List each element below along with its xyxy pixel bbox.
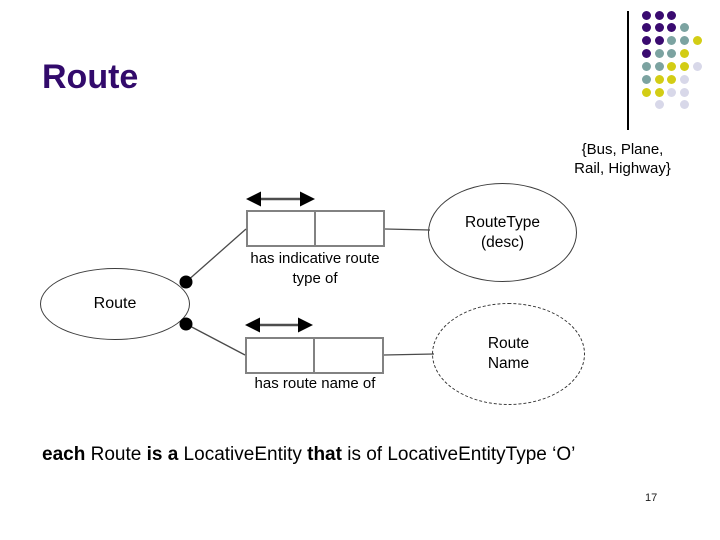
value-type-route-name-line2: Name — [487, 355, 530, 372]
decor-dot — [680, 87, 689, 97]
decor-dot — [642, 49, 652, 59]
value-constraint-line1: {Bus, Plane, — [581, 141, 664, 158]
entity-route-type-ref-mode: (desc) — [480, 233, 525, 251]
role-cell — [315, 339, 382, 372]
decor-dot — [680, 49, 689, 59]
decor-dot — [667, 87, 677, 97]
decor-dot — [667, 74, 677, 84]
decor-dot — [680, 61, 689, 71]
decor-dot — [680, 74, 689, 84]
role-box-route-name — [245, 337, 384, 374]
verbalization-text: Route — [85, 444, 147, 465]
role-label-indicative-route-type: has indicative route type of — [235, 249, 395, 288]
decor-dot — [667, 36, 677, 46]
connector-bottom-role-to-route-name — [383, 353, 435, 356]
decor-dot — [642, 61, 652, 71]
verbalization-keyword: that — [307, 444, 342, 465]
page-title: Route — [42, 57, 139, 96]
role-cell — [248, 212, 316, 245]
verbalization-keyword: each — [42, 444, 86, 465]
decor-dot — [667, 10, 677, 20]
divider-line — [627, 11, 629, 130]
entity-route-type-label: RouteType — [465, 213, 540, 231]
connector-route-to-bottom-role — [185, 323, 246, 356]
decor-dot — [654, 49, 664, 59]
decor-dot — [680, 23, 689, 33]
decor-dot — [642, 87, 652, 97]
role-cell — [316, 212, 383, 245]
value-constraint-label: {Bus, Plane, Rail, Highway} — [550, 141, 695, 178]
arrow-head-right — [300, 191, 315, 207]
decor-dot — [654, 23, 664, 33]
uniqueness-arrow-icon — [245, 317, 313, 333]
decor-dot — [680, 36, 689, 46]
value-type-route-name: Route Name — [432, 303, 585, 405]
decor-dot — [654, 10, 664, 20]
decor-dot — [654, 36, 664, 46]
decor-dot — [642, 23, 652, 33]
role-box-indicative-route-type — [246, 210, 385, 247]
decor-dot — [667, 23, 677, 33]
verbalization-text: is of LocativeEntityType ‘O’ — [341, 444, 576, 465]
value-constraint-line2: Rail, Highway} — [574, 159, 671, 177]
arrow-head-right — [298, 317, 313, 333]
role-label-line: type of — [292, 269, 338, 287]
decor-dot — [692, 36, 702, 46]
role-label-line: has indicative route — [250, 250, 380, 267]
decor-dot — [667, 49, 677, 59]
role-label-line: has route name of — [254, 375, 376, 392]
verbalization-text: LocativeEntity — [178, 444, 308, 465]
decor-dot — [654, 74, 664, 84]
entity-route-type: RouteType (desc) — [428, 183, 577, 282]
role-cell — [247, 339, 315, 372]
verbalization: each Route is a LocativeEntity that is o… — [42, 443, 575, 467]
decor-dot — [654, 100, 664, 110]
decor-dot — [642, 36, 652, 46]
decor-dot — [654, 87, 664, 97]
decor-dot — [667, 61, 677, 71]
decor-dot — [642, 10, 652, 20]
connector-top-role-to-route-type — [384, 228, 431, 231]
arrow-head-left — [246, 191, 261, 207]
role-label-route-name: has route name of — [235, 374, 395, 394]
page-number: 17 — [645, 492, 658, 504]
entity-route-label: Route — [93, 295, 137, 312]
entity-route: Route — [40, 268, 190, 340]
arrow-head-left — [245, 317, 260, 333]
decor-dot — [680, 100, 689, 110]
decor-dot — [692, 61, 702, 71]
decor-dot — [642, 74, 652, 84]
decor-dot — [654, 61, 664, 71]
uniqueness-arrow-icon — [246, 191, 315, 207]
verbalization-keyword: is a — [146, 444, 179, 465]
value-type-route-name-line1: Route — [487, 335, 530, 352]
